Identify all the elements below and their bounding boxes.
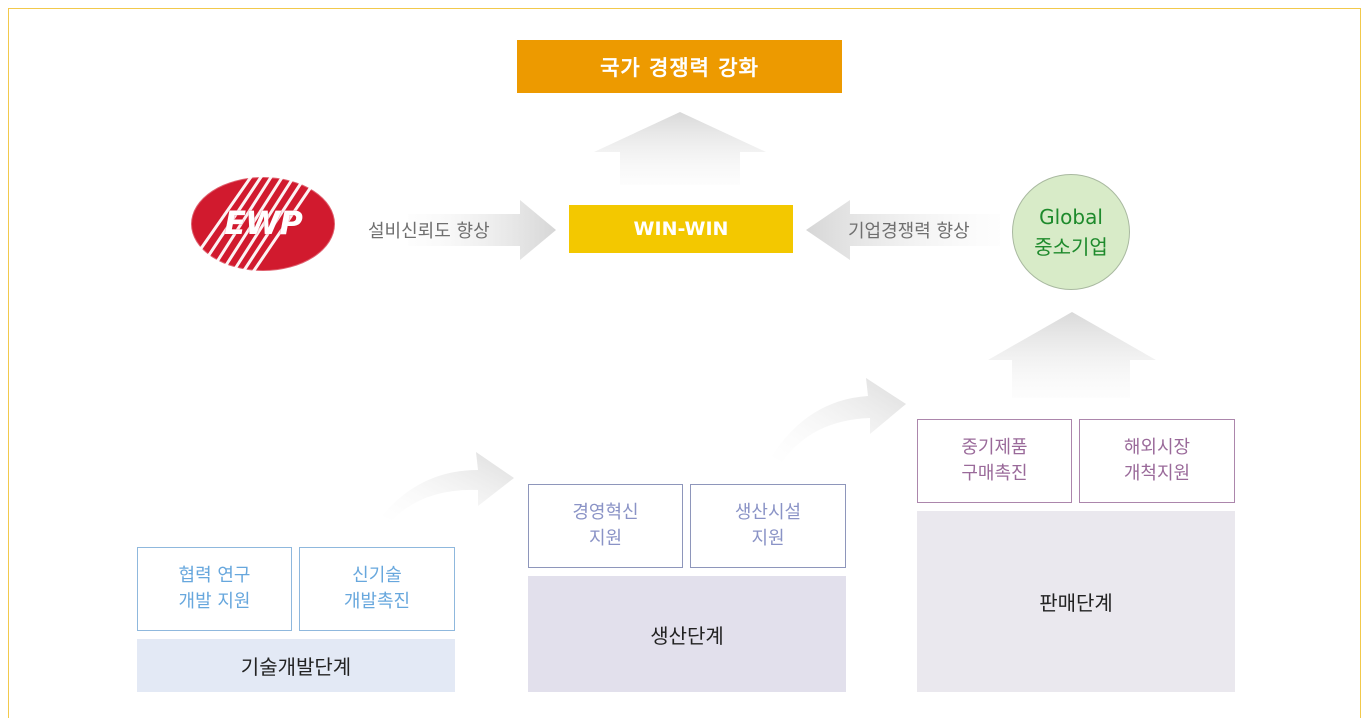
curve-arrow-1 <box>382 452 514 520</box>
stage1-item1: 협력 연구 개발 지원 <box>137 547 292 631</box>
stage2-item2: 생산시설 지원 <box>690 484 846 568</box>
global-line2: 중소기업 <box>1034 235 1108 259</box>
stage2-label: 생산단계 <box>528 576 846 692</box>
stage1-label: 기술개발단계 <box>137 639 455 692</box>
ewp-logo <box>190 173 336 273</box>
stage2-item1: 경영혁신 지원 <box>528 484 683 568</box>
stage3-item2: 해외시장 개척지원 <box>1079 419 1235 503</box>
right-arrow <box>408 200 556 260</box>
global-sme-circle: Global 중소기업 <box>1012 174 1130 290</box>
stage1-item2: 신기술 개발촉진 <box>299 547 455 631</box>
winwin-box: WIN-WIN <box>569 205 793 253</box>
stage3-label: 판매단계 <box>917 511 1235 692</box>
up-arrow-global <box>988 312 1156 398</box>
top-goal-box: 국가 경쟁력 강화 <box>517 40 842 93</box>
curve-arrow-2 <box>772 378 906 462</box>
global-line1: Global <box>1039 205 1103 229</box>
right-arrow-label: 기업경쟁력 향상 <box>848 221 970 242</box>
diagram-frame <box>8 8 1361 718</box>
left-arrow-label: 설비신뢰도 향상 <box>368 221 490 242</box>
ewp-logo-text: EWP <box>224 204 303 242</box>
left-arrow <box>806 200 1000 260</box>
stage3-item1: 중기제품 구매촉진 <box>917 419 1072 503</box>
up-arrow-top <box>594 112 766 185</box>
